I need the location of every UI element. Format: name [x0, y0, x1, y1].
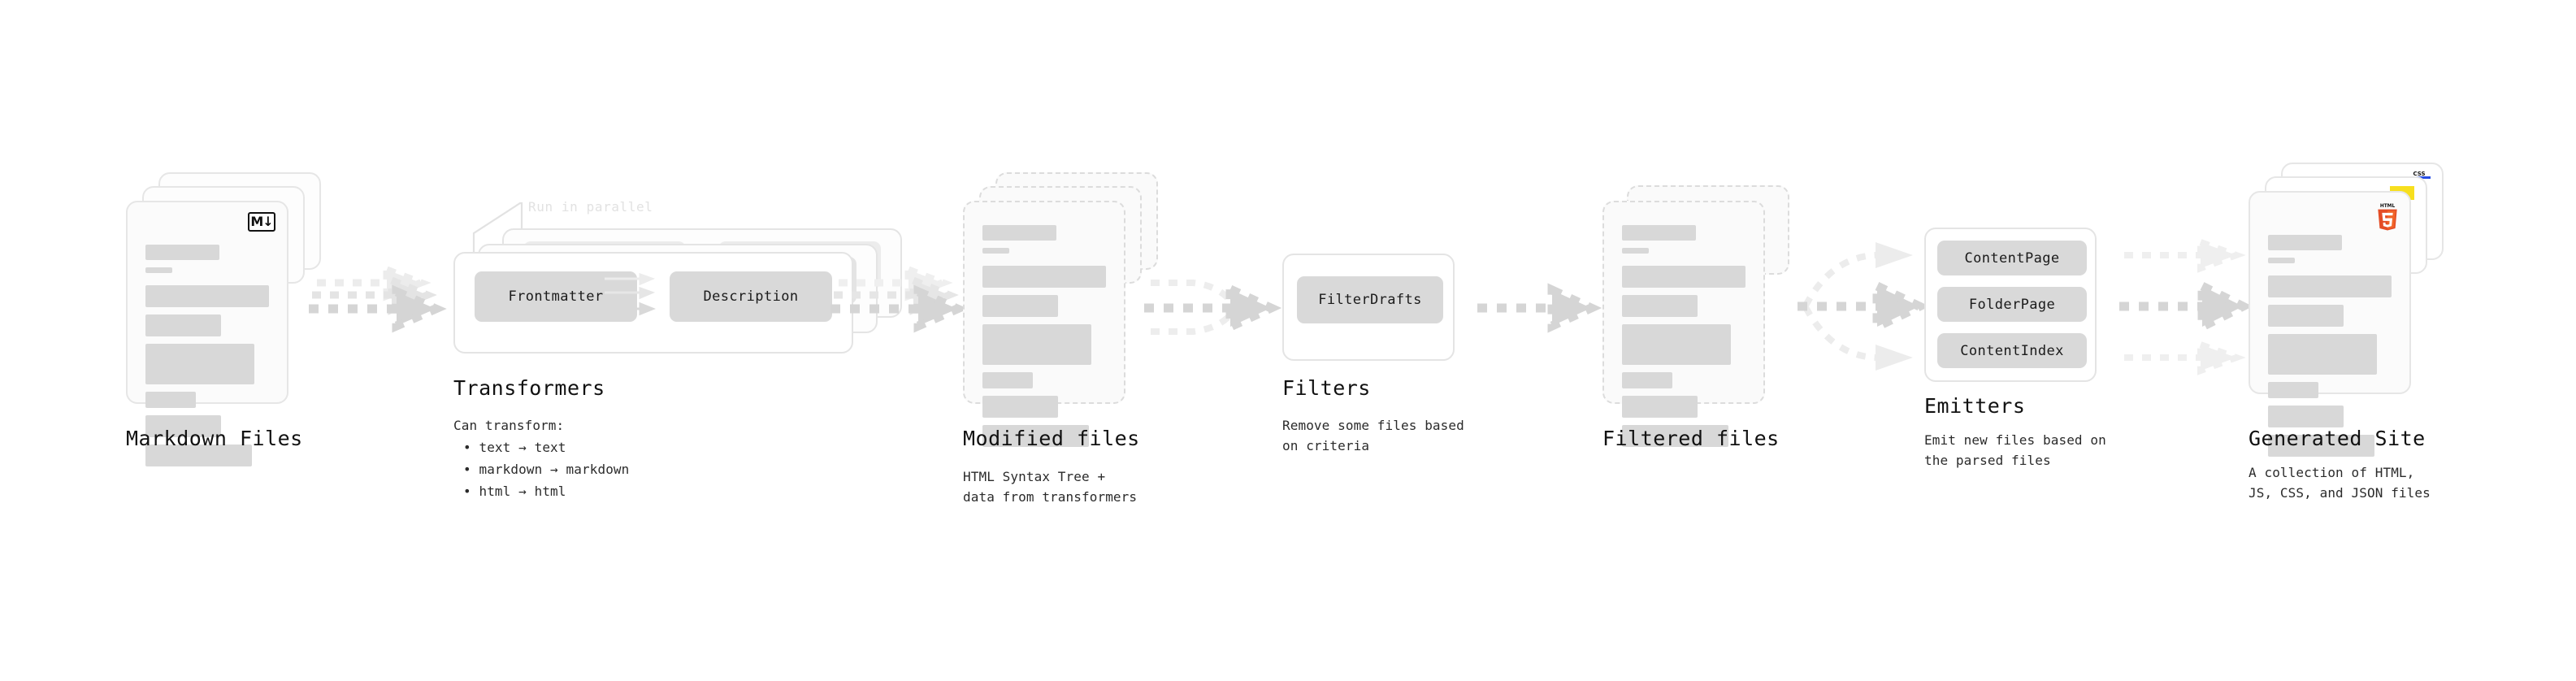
skeleton-bar — [145, 245, 220, 260]
chip-description[interactable]: Description — [670, 271, 832, 322]
connector-filtered-to-emitters — [1798, 242, 1930, 371]
emitters-subtitle: Emit new files based on the parsed files — [1924, 432, 2106, 468]
transformers-box: Frontmatter Description — [453, 252, 853, 354]
generated-site-subtitle: A collection of HTML, JS, CSS, and JSON … — [2249, 465, 2431, 501]
skeleton-bar — [1622, 225, 1697, 241]
filters-box: FilterDrafts — [1282, 254, 1455, 361]
chip-folderpage[interactable]: FolderPage — [1937, 287, 2087, 322]
site-card-skeleton — [2268, 235, 2392, 464]
transformers-list-item: • markdown → markdown — [463, 462, 630, 477]
skeleton-bar — [2268, 406, 2344, 427]
filtered-files-title: Filtered files — [1602, 427, 1780, 450]
skeleton-bar — [982, 396, 1058, 418]
run-in-parallel-bracket — [472, 202, 523, 258]
skeleton-bar — [1622, 324, 1731, 365]
skeleton-bar — [1622, 248, 1650, 254]
html5-badge-icon: HTML — [2378, 204, 2397, 231]
skeleton-bar — [2268, 334, 2377, 375]
run-in-parallel-label: Run in parallel — [528, 199, 653, 215]
connector-filters-to-filtered — [1477, 283, 1602, 333]
filtered-card-skeleton — [1622, 225, 1746, 454]
transformers-list-item: • text → text — [463, 440, 566, 455]
markdown-badge-icon: M↓ — [248, 212, 275, 232]
chip-contentpage[interactable]: ContentPage — [1937, 241, 2087, 275]
skeleton-bar — [1622, 425, 1728, 447]
site-card-front-html: HTML — [2249, 191, 2411, 457]
skeleton-bar — [145, 344, 254, 384]
skeleton-bar — [982, 295, 1058, 317]
skeleton-bar — [145, 285, 269, 307]
skeleton-bar — [982, 324, 1091, 365]
filtered-card-front — [1602, 201, 1765, 447]
connector-markdown-to-transformers — [309, 264, 447, 333]
skeleton-bar — [145, 415, 221, 437]
modified-card-skeleton — [982, 225, 1106, 454]
skeleton-bar — [982, 266, 1106, 288]
modified-card-front — [963, 201, 1125, 447]
transformer-inner-arrows — [605, 272, 657, 316]
filters-title: Filters — [1282, 376, 1371, 400]
skeleton-bar — [145, 267, 173, 273]
modified-files-subtitle: HTML Syntax Tree + data from transformer… — [963, 469, 1138, 505]
skeleton-bar — [982, 248, 1010, 254]
skeleton-bar — [982, 372, 1034, 388]
transformers-list-item: • html → html — [463, 484, 566, 499]
skeleton-bar — [1622, 295, 1698, 317]
emitters-title: Emitters — [1924, 394, 2026, 418]
markdown-card-front: M↓ — [126, 201, 288, 466]
markdown-card-skeleton — [145, 245, 269, 474]
skeleton-bar — [145, 392, 197, 408]
skeleton-bar — [1622, 396, 1698, 418]
skeleton-bar — [2268, 275, 2392, 297]
skeleton-bar — [2268, 435, 2374, 457]
filters-subtitle: Remove some files based on criteria — [1282, 418, 1464, 453]
skeleton-bar — [2268, 235, 2343, 250]
chip-filterdrafts[interactable]: FilterDrafts — [1297, 276, 1443, 323]
chip-contentindex[interactable]: ContentIndex — [1937, 333, 2087, 368]
connector-modified-to-filters — [1144, 280, 1282, 335]
skeleton-bar — [145, 445, 252, 466]
emitters-box: ContentPage FolderPage ContentIndex — [1924, 228, 2097, 382]
skeleton-bar — [1622, 372, 1673, 388]
generated-site-title: Generated Site — [2249, 427, 2426, 450]
transformers-subtitle: Can transform: — [453, 418, 565, 433]
connector-emitters-to-site — [2119, 237, 2253, 375]
skeleton-bar — [2268, 305, 2344, 327]
modified-files-title: Modified files — [963, 427, 1140, 450]
skeleton-bar — [982, 425, 1089, 447]
transformers-title: Transformers — [453, 376, 605, 400]
skeleton-bar — [2268, 382, 2319, 398]
skeleton-bar — [1622, 266, 1746, 288]
skeleton-bar — [982, 225, 1057, 241]
svg-text:HTML: HTML — [2380, 204, 2396, 209]
skeleton-bar — [2268, 258, 2296, 263]
connector-transformers-to-modified — [830, 264, 969, 333]
markdown-files-title: Markdown Files — [126, 427, 303, 450]
skeleton-bar — [145, 314, 221, 336]
